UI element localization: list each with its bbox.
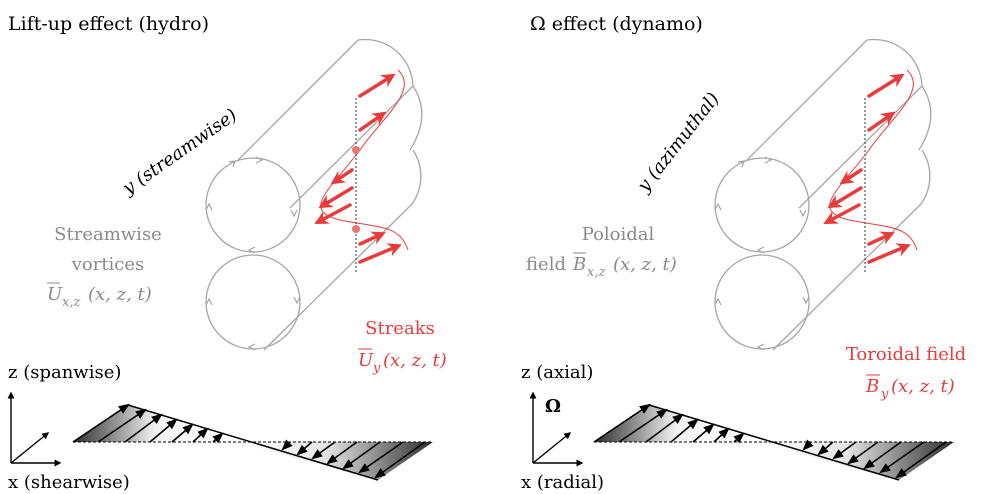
panel-title: Ω effect (dynamo) — [530, 13, 703, 35]
svg-text:x,z: x,z — [62, 295, 80, 310]
field-label-line2: field — [526, 254, 566, 275]
axis-label-z: z (spanwise) — [8, 362, 121, 383]
panel-dynamo — [529, 38, 954, 481]
axis-label-x: x (radial) — [521, 472, 604, 493]
field-cylinders — [714, 38, 932, 351]
shear-profile — [72, 403, 433, 481]
panel-hydro — [7, 38, 433, 481]
panel-title: Lift-up effect (hydro) — [8, 13, 209, 35]
vortex-cylinders — [205, 38, 423, 351]
toroidal-title: Toroidal field — [846, 344, 966, 365]
field-symbol: B x,z (x, z, t) — [572, 252, 677, 280]
toroidal-profile — [823, 69, 918, 272]
axes-hydro — [7, 391, 62, 467]
vortex-label-line2: vortices — [71, 254, 145, 275]
svg-text:B: B — [572, 254, 586, 275]
svg-text:(x, z, t): (x, z, t) — [613, 254, 677, 275]
shear-profile-dynamo — [593, 403, 954, 481]
streak-title: Streaks — [365, 318, 435, 339]
axis-label-x: x (shearwise) — [8, 472, 130, 493]
omega-symbol: Ω — [545, 396, 561, 417]
svg-text:(x, z, t): (x, z, t) — [88, 284, 152, 305]
streak-profile — [314, 69, 409, 272]
field-label-line1: Poloidal — [582, 224, 655, 245]
vortex-symbol: U x,z (x, z, t) — [47, 282, 152, 310]
vortex-label-line1: Streamwise — [54, 224, 162, 245]
axes-dynamo — [529, 391, 584, 467]
axis-label-y: y (streamwise) — [118, 105, 241, 200]
svg-text:B: B — [865, 376, 879, 397]
axis-label-z: z (axial) — [521, 362, 593, 383]
svg-text:U: U — [47, 284, 63, 305]
svg-text:x,z: x,z — [587, 265, 605, 280]
toroidal-symbol: B y (x, z, t) — [865, 374, 955, 402]
streak-symbol: U y (x, z, t) — [358, 348, 447, 376]
svg-text:(x, z, t): (x, z, t) — [891, 376, 955, 397]
svg-text:(x, z, t): (x, z, t) — [383, 350, 447, 371]
svg-text:y: y — [880, 387, 889, 402]
labels-dynamo: Ω effect (dynamo) y (azimuthal) Poloidal… — [521, 13, 966, 493]
svg-text:y: y — [372, 361, 381, 376]
svg-text:U: U — [358, 350, 374, 371]
axis-label-y: y (azimuthal) — [633, 89, 724, 197]
